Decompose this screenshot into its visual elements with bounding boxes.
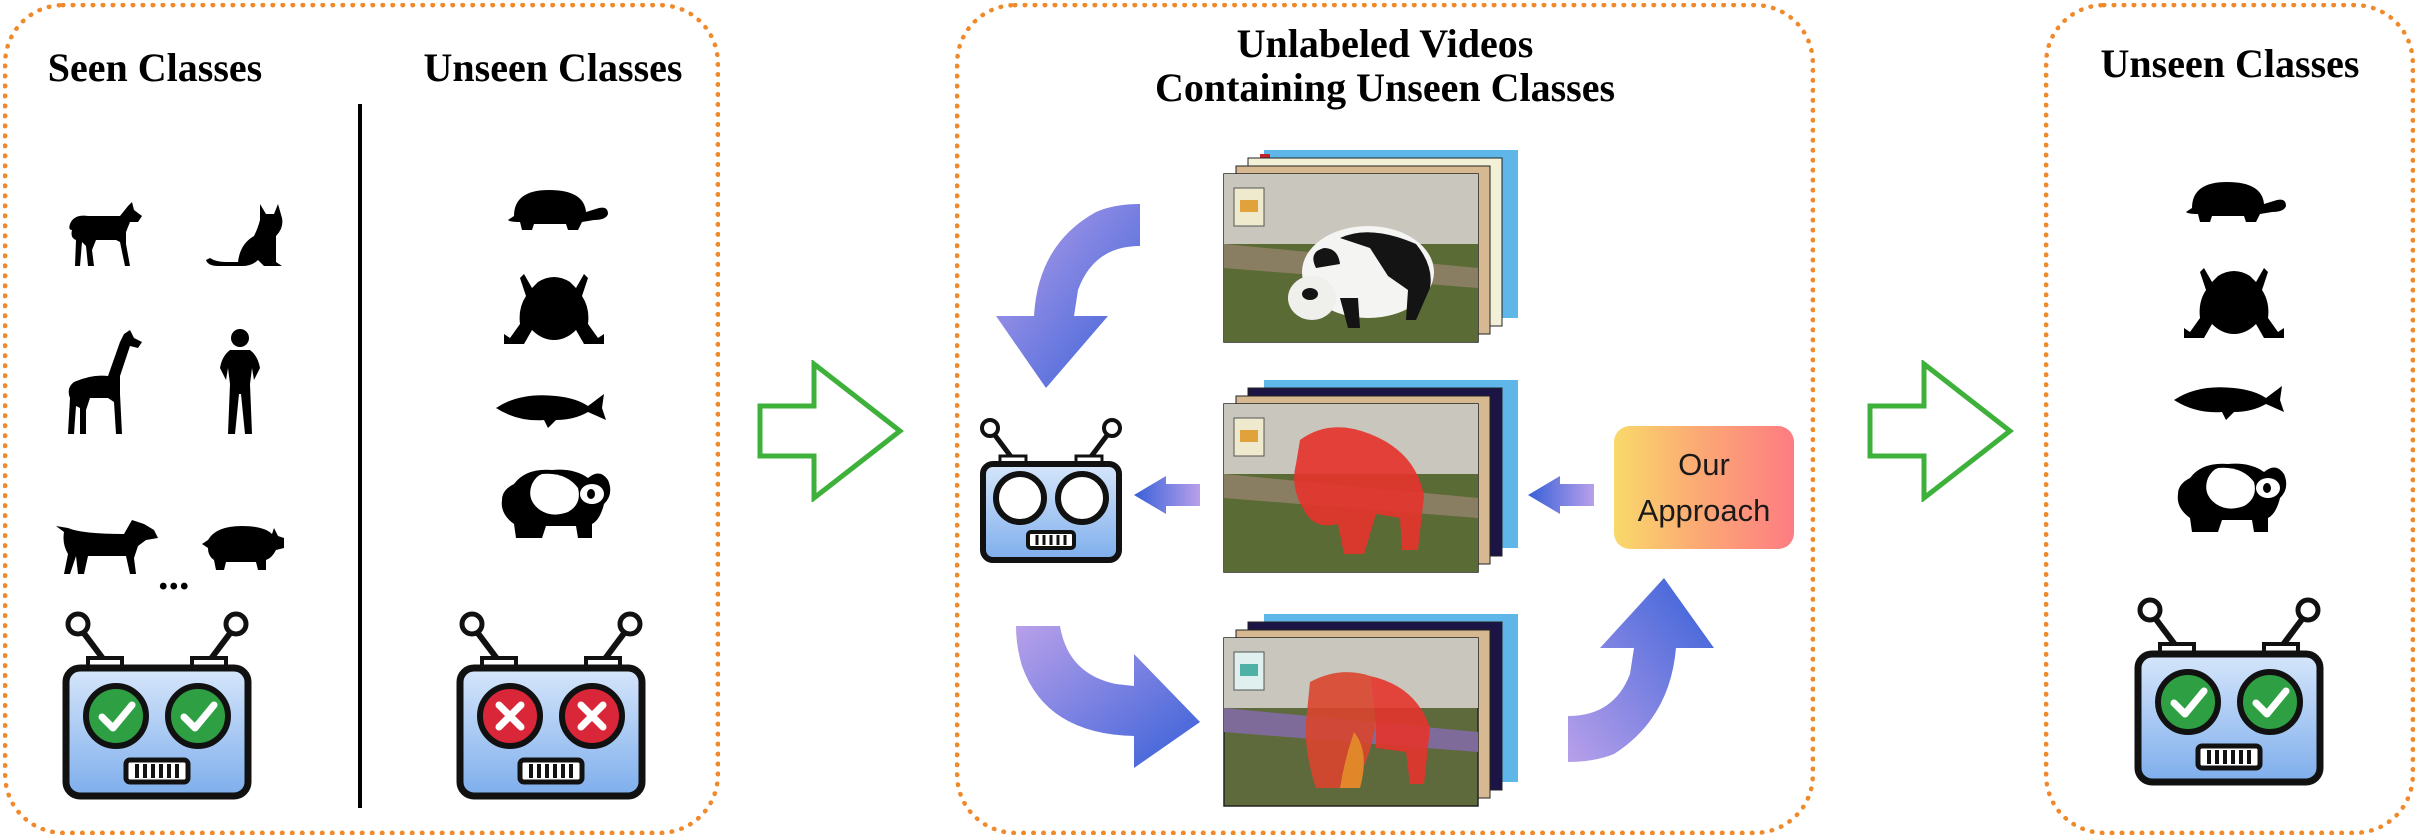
- robot-unseen-failure: [454, 600, 650, 804]
- unseen-classes-heading-left: Unseen Classes: [423, 45, 683, 90]
- seen-classes-heading: Seen Classes: [47, 45, 263, 90]
- curved-arrow-right-icon: [1016, 626, 1200, 768]
- our-approach-label: Our Approach: [1637, 446, 1771, 528]
- raw-video-frames: [1223, 150, 1518, 343]
- dog-icon: [56, 520, 158, 574]
- big-arrow-right-icon: [757, 360, 904, 502]
- frog-icon-right: [2184, 268, 2284, 338]
- person-icon: [220, 329, 260, 434]
- cat-icon: [206, 204, 283, 266]
- turtle-icon-right: [2186, 182, 2286, 222]
- horse-icon: [69, 202, 142, 266]
- unseen-classes-heading-right: Unseen Classes: [2100, 41, 2360, 86]
- robot-model-icon: [980, 418, 1122, 563]
- ellipsis-label: ...: [158, 553, 190, 599]
- frog-icon: [504, 274, 604, 344]
- seen-unseen-panel: [3, 3, 720, 835]
- robot-seen-success: [60, 600, 256, 804]
- fish-icon-right: [2174, 386, 2284, 420]
- segmented-video-frames: [1223, 380, 1518, 573]
- small-arrow-left-frames-icon: [1528, 476, 1594, 514]
- curved-arrow-up-icon: [1568, 578, 1714, 762]
- our-approach-box: Our Approach: [1614, 426, 1794, 549]
- part-segmented-video-frames: [1223, 614, 1518, 807]
- middle-heading-line2: Containing Unseen Classes: [1154, 65, 1616, 110]
- panda-icon-right: [2177, 463, 2287, 532]
- big-arrow-right-icon-2: [1867, 360, 2014, 502]
- giraffe-icon: [68, 330, 142, 434]
- unlabeled-videos-panel: [955, 3, 1815, 835]
- middle-heading-line1: Unlabeled Videos: [1236, 21, 1534, 66]
- panda-icon: [501, 469, 611, 538]
- unseen-result-panel: [2044, 3, 2415, 835]
- panel-divider: [358, 104, 362, 808]
- robot-unseen-success: [2132, 586, 2328, 790]
- turtle-icon: [508, 190, 608, 230]
- small-arrow-left-robot-icon: [1134, 476, 1200, 514]
- pig-icon: [202, 526, 284, 570]
- curved-arrow-down-icon: [996, 204, 1140, 388]
- fish-icon: [496, 394, 606, 428]
